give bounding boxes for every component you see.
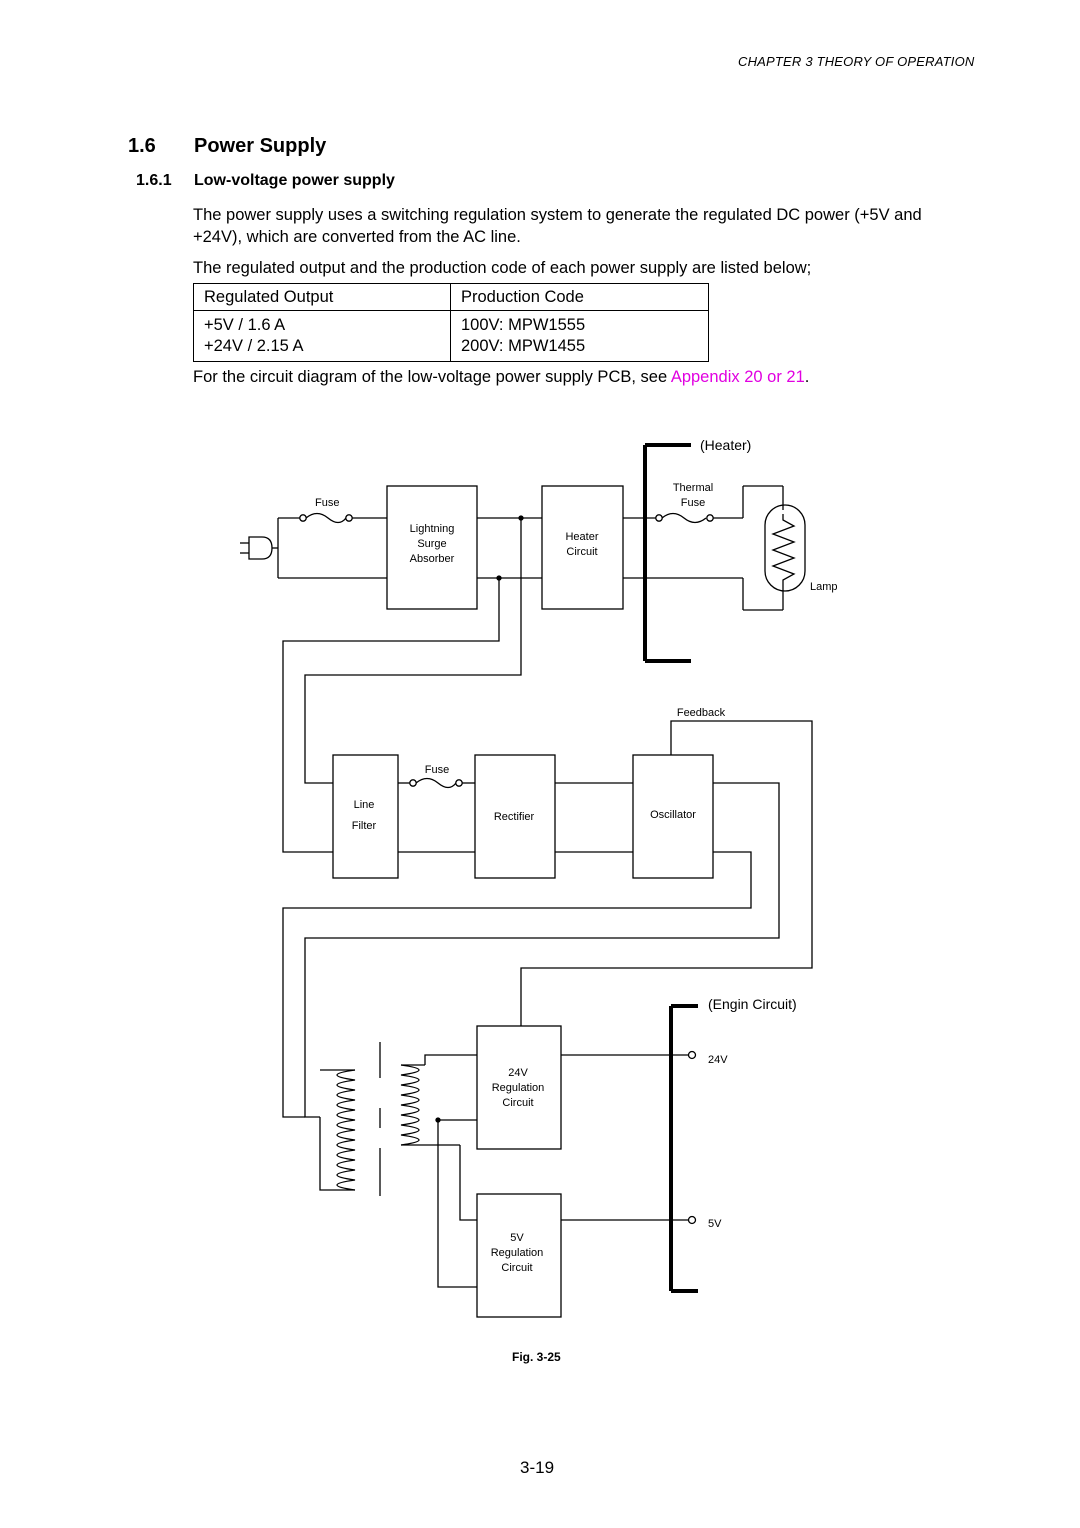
reg24-label: 24V bbox=[508, 1067, 528, 1079]
fuse2-label: Fuse bbox=[425, 764, 449, 776]
oscillator-label: Oscillator bbox=[650, 809, 696, 821]
heater-label: (Heater) bbox=[700, 437, 751, 453]
engine-bracket bbox=[669, 1004, 698, 1293]
table-header-row: Regulated Output Production Code bbox=[193, 283, 709, 311]
heater-circuit-label: Circuit bbox=[566, 546, 597, 558]
reference-end: . bbox=[804, 368, 810, 386]
table-body-row: +5V / 1.6 A +24V / 2.15 A 100V: MPW1555 … bbox=[193, 310, 709, 362]
thermal-fuse-label: Fuse bbox=[681, 497, 705, 509]
code-cell: 100V: MPW1555 200V: MPW1455 bbox=[450, 310, 709, 362]
lightning-surge-absorber-block bbox=[386, 485, 478, 610]
fuse2-terminal-icon bbox=[455, 779, 463, 787]
thermal-fuse-terminal-icon bbox=[706, 514, 714, 522]
ac-plug-icon bbox=[240, 518, 279, 578]
intro-paragraph: The power supply uses a switching regula… bbox=[193, 206, 922, 246]
fuse1-icon bbox=[305, 512, 347, 524]
reg24-label: Circuit bbox=[502, 1097, 533, 1109]
surge-label: Surge bbox=[417, 538, 446, 550]
section-title: Power Supply bbox=[194, 135, 327, 157]
thermal-fuse-icon bbox=[661, 512, 707, 524]
thermal-label: Thermal bbox=[673, 482, 713, 494]
output-cell: +5V / 1.6 A +24V / 2.15 A bbox=[193, 310, 451, 362]
reg24-label: Regulation bbox=[492, 1082, 545, 1094]
fuse2-terminal-icon bbox=[409, 779, 417, 787]
heater-circuit-label: Heater bbox=[565, 531, 598, 543]
table-cell: +5V / 1.6 A bbox=[204, 316, 286, 334]
appendix-link[interactable]: Appendix 20 or 21 bbox=[670, 368, 805, 386]
fuse2-icon bbox=[415, 777, 457, 789]
line-filter-label: Filter bbox=[352, 820, 377, 832]
lightning-label: Lightning bbox=[410, 523, 455, 535]
lamp-label: Lamp bbox=[810, 581, 838, 593]
table-intro-paragraph: The regulated output and the production … bbox=[193, 259, 812, 277]
line-filter-label: Line bbox=[354, 799, 375, 811]
circuit-reference-paragraph: For the circuit diagram of the low-volta… bbox=[193, 366, 953, 388]
output-24v-terminal-icon bbox=[687, 1050, 697, 1060]
chapter-header: CHAPTER 3 THEORY OF OPERATION bbox=[738, 54, 975, 69]
feedback-label: Feedback bbox=[677, 707, 726, 719]
rectifier-block bbox=[474, 754, 556, 879]
output-5v-label: 5V bbox=[708, 1218, 722, 1230]
heater-circuit-block bbox=[541, 485, 624, 610]
fuse1-terminal-icon bbox=[345, 514, 353, 522]
reg5-label: Regulation bbox=[491, 1247, 544, 1259]
power-supply-table: Regulated Output Production Code +5V / 1… bbox=[193, 283, 709, 362]
subsection-number: 1.6.1 bbox=[136, 172, 172, 189]
fuse1-label: Fuse bbox=[315, 497, 339, 509]
page-number: 3-19 bbox=[520, 1458, 555, 1477]
line-filter-block bbox=[332, 754, 399, 879]
section-number: 1.6 bbox=[128, 135, 156, 157]
output-5v-terminal-icon bbox=[687, 1215, 697, 1225]
thermal-fuse-terminal-icon bbox=[655, 514, 663, 522]
absorber-label: Absorber bbox=[410, 553, 455, 565]
rectifier-label: Rectifier bbox=[494, 811, 535, 823]
heater-lamp-icon bbox=[764, 486, 806, 610]
engine-circuit-label: (Engin Circuit) bbox=[708, 996, 797, 1012]
table-cell: +24V / 2.15 A bbox=[204, 337, 304, 355]
oscillator-block bbox=[632, 754, 714, 879]
transformer-icon bbox=[319, 1042, 460, 1196]
fuse1-terminal-icon bbox=[299, 514, 307, 522]
heater-bracket bbox=[643, 443, 691, 663]
output-24v-label: 24V bbox=[708, 1054, 728, 1066]
regulation-24v-block bbox=[476, 1025, 562, 1150]
reg5-label: Circuit bbox=[501, 1262, 532, 1274]
table-cell: 200V: MPW1455 bbox=[461, 337, 586, 355]
reference-text: For the circuit diagram of the low-volta… bbox=[193, 368, 671, 386]
table-cell: 100V: MPW1555 bbox=[461, 316, 586, 334]
regulation-5v-block bbox=[476, 1193, 562, 1318]
subsection-title: Low-voltage power supply bbox=[194, 172, 395, 189]
reg5-label: 5V bbox=[510, 1232, 524, 1244]
figure-caption: Fig. 3-25 bbox=[512, 1350, 561, 1364]
